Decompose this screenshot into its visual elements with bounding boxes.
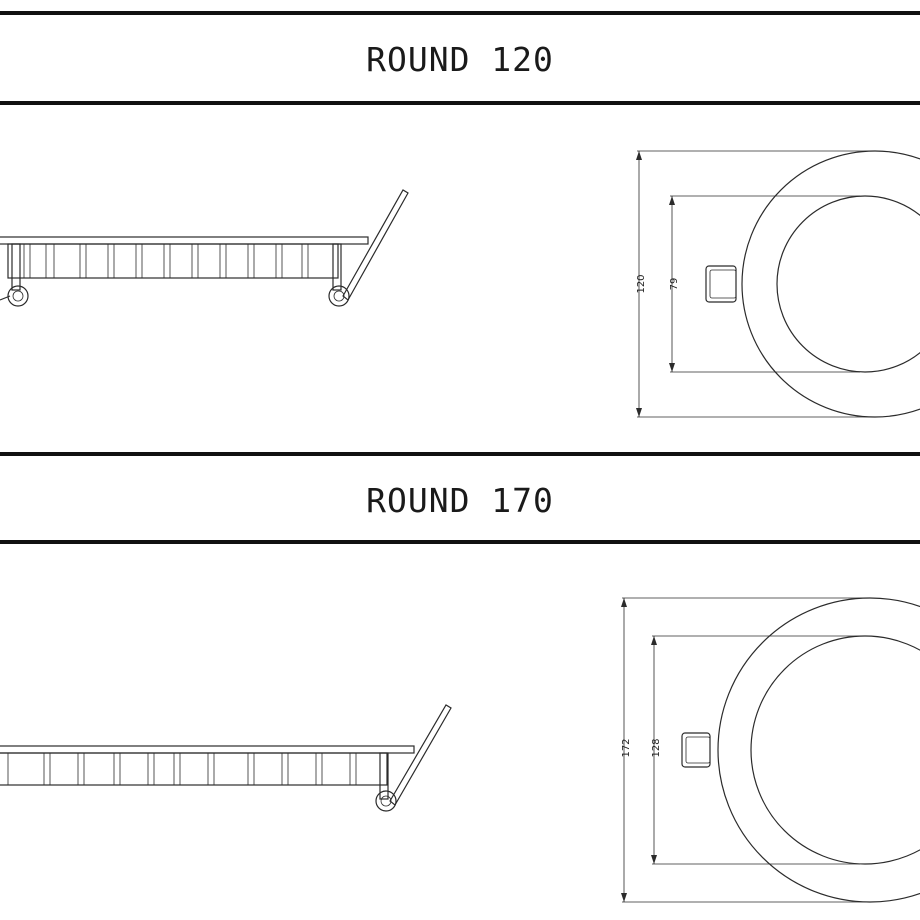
section-title-round-120: ROUND 120	[366, 40, 554, 79]
top-view-170: 172 128	[621, 597, 920, 903]
inner-diameter-label-170: 128	[651, 738, 662, 757]
side-view-170	[0, 704, 452, 812]
side-view-120	[0, 189, 409, 307]
rule-bottom-1	[0, 101, 920, 105]
rule-bottom-2	[0, 540, 920, 544]
section-title-round-170: ROUND 170	[366, 481, 554, 520]
rule-top-1	[0, 11, 920, 15]
rule-top-2	[0, 452, 920, 456]
top-view-120: 120 79	[636, 150, 920, 418]
outer-diameter-label-120: 120	[636, 274, 647, 293]
inner-diameter-label-120: 79	[669, 278, 680, 291]
outer-diameter-label-170: 172	[621, 738, 632, 757]
